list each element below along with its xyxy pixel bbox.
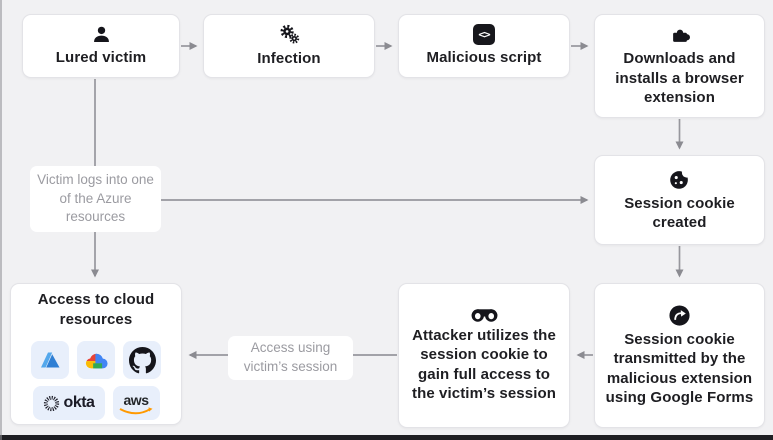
node-access-cloud-resources: Access to cloud resources: [10, 283, 182, 425]
node-session-cookie-created: Session cookie created: [594, 155, 765, 245]
send-icon: [668, 304, 691, 327]
github-tile: [123, 341, 161, 379]
node-infection: Infection: [203, 14, 375, 78]
okta-wordmark: okta: [63, 394, 95, 411]
virus-gears-icon: [278, 23, 301, 46]
left-edge-line: [0, 0, 2, 440]
azure-icon: [38, 348, 62, 372]
tile-row-1: [31, 341, 161, 379]
tile-row-2: okta aws: [32, 386, 160, 420]
person-icon: [91, 24, 112, 45]
code-icon: <>: [473, 24, 495, 46]
aws-smile-icon: [118, 407, 154, 416]
mask-icon: [470, 308, 499, 323]
azure-tile: [31, 341, 69, 379]
node-attacker-utilizes: Attacker utilizes the session cookie to …: [398, 283, 570, 428]
edge-label-victim-logs: Victim logs into one of the Azure resour…: [30, 166, 161, 232]
puzzle-icon: [669, 24, 691, 46]
okta-icon: [43, 395, 60, 412]
node-label: Session cookie transmitted by the malici…: [605, 330, 754, 407]
bottom-edge-bar: [0, 435, 773, 440]
edge-label-access-using: Access using victim’s session: [228, 336, 353, 380]
cloud-provider-tiles: okta aws: [31, 341, 161, 420]
node-lured-victim: Lured victim: [22, 14, 180, 78]
node-label: Session cookie created: [624, 194, 735, 232]
node-label: Infection: [257, 50, 321, 68]
node-label: Downloads and installs a browser extensi…: [615, 50, 744, 107]
code-glyph: <>: [478, 27, 490, 41]
google-cloud-tile: [77, 341, 115, 379]
node-label: Attacker utilizes the session cookie to …: [411, 326, 556, 403]
okta-tile: okta: [32, 386, 105, 420]
github-icon: [128, 346, 156, 374]
node-label: Access to cloud resources: [37, 291, 155, 328]
node-session-cookie-transmitted: Session cookie transmitted by the malici…: [594, 283, 765, 428]
node-malicious-script: <> Malicious script: [398, 14, 570, 78]
aws-wordmark: aws: [123, 392, 149, 408]
google-cloud-icon: [83, 351, 110, 370]
node-label: Malicious script: [426, 49, 542, 67]
cookie-icon: [668, 167, 691, 191]
node-label: Lured victim: [55, 49, 147, 67]
aws-tile: aws: [112, 386, 160, 420]
node-downloads-extension: Downloads and installs a browser extensi…: [594, 14, 765, 118]
